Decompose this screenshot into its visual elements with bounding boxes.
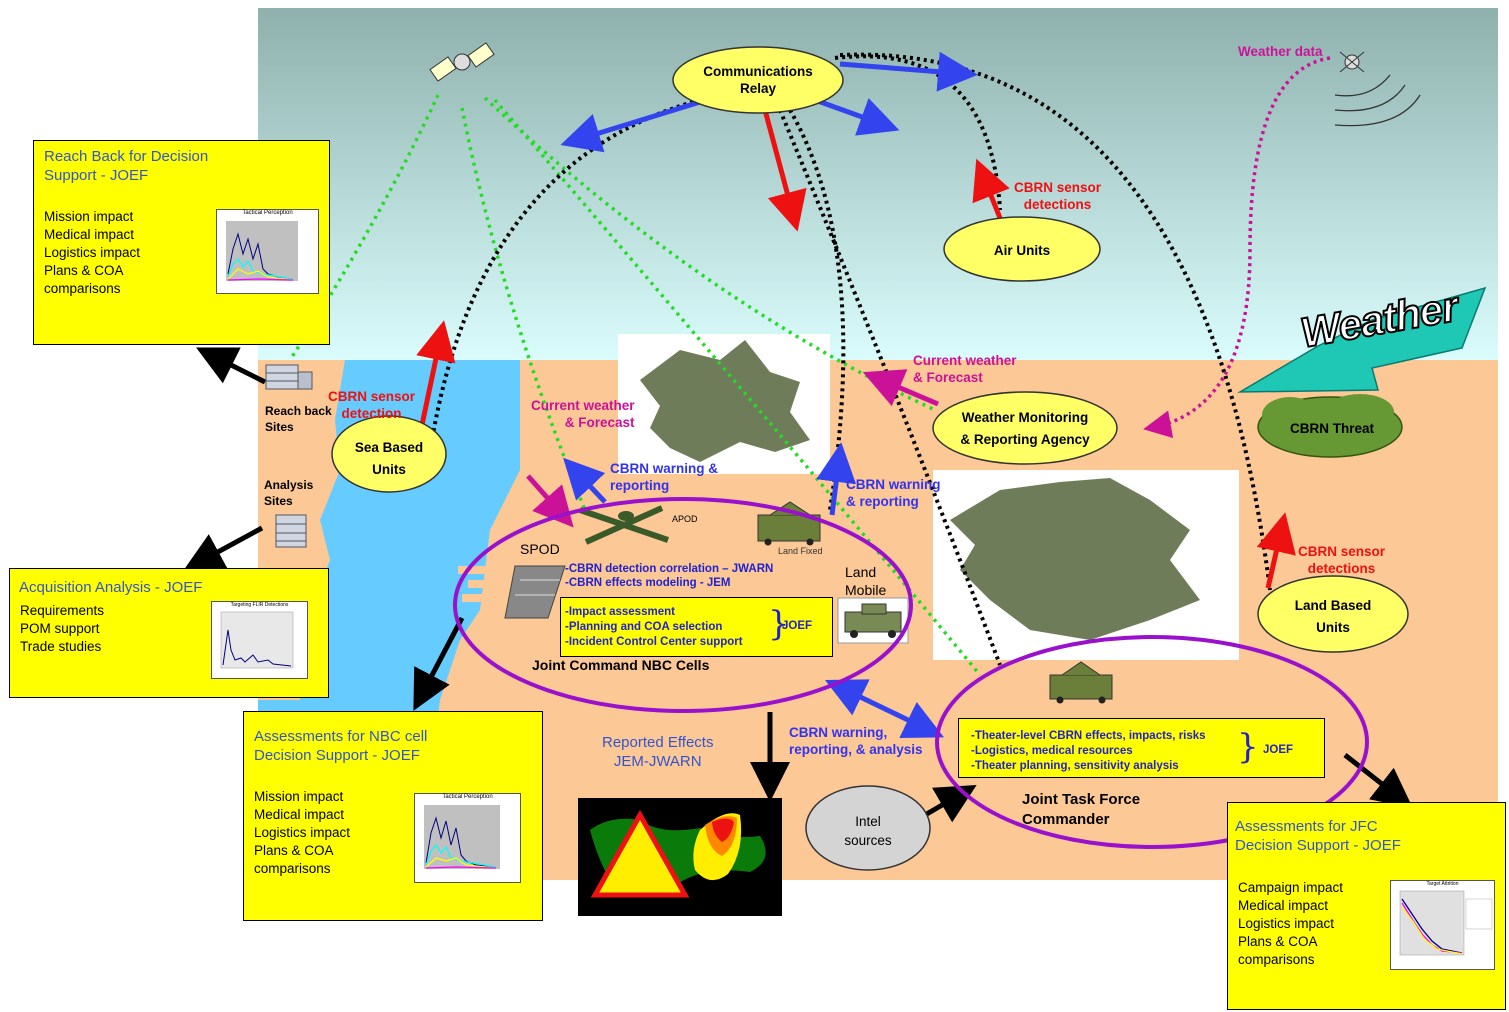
cbrn-threat-label: CBRN Threat bbox=[1290, 421, 1375, 436]
sea-units-node bbox=[331, 415, 447, 493]
jtf-ellipse bbox=[935, 635, 1369, 849]
acquisition-box: Acquisition Analysis - JOEF Requirements… bbox=[9, 568, 329, 698]
air-units-node bbox=[943, 216, 1101, 282]
land-units-node bbox=[1257, 575, 1409, 653]
terrain-map-left bbox=[618, 334, 830, 474]
warning-mid-label: CBRN warning& reporting bbox=[846, 477, 941, 509]
jc-item-1: -Impact assessment bbox=[565, 606, 675, 618]
acquisition-title: Acquisition Analysis - JOEF bbox=[19, 579, 203, 596]
satellite-icon-left bbox=[429, 42, 495, 82]
air-units-label: Air Units bbox=[993, 243, 1051, 258]
jtf-joef: JOEF bbox=[1263, 744, 1294, 756]
spod-pier-icon bbox=[458, 565, 566, 619]
analysis-building-icon bbox=[275, 514, 307, 548]
jtf-item-3: -Theater planning, sensitivity analysis bbox=[971, 760, 1179, 772]
joint-command-ellipse bbox=[453, 497, 913, 713]
satellite-icon-right bbox=[1334, 51, 1421, 127]
warning-left-label: CBRN warning &reporting bbox=[610, 461, 718, 493]
jc-item-2: -Planning and COA selection bbox=[565, 621, 723, 633]
spod-label: SPOD bbox=[520, 541, 560, 557]
acquisition-mini-chart: Targeting FLIR Detections bbox=[211, 601, 308, 679]
comms-relay-node bbox=[672, 46, 844, 114]
reported-effects-map bbox=[578, 798, 782, 916]
land-fixed-tent-icon bbox=[757, 501, 821, 546]
jc-line-1: -CBRN detection correlation – JWARN bbox=[565, 563, 774, 575]
jc-brace: } bbox=[768, 604, 790, 644]
jc-joef: JOEF bbox=[782, 620, 813, 632]
current-weather-right-label: Current weather& Forecast bbox=[913, 353, 1017, 385]
jc-line-2: -CBRN effects modeling - JEM bbox=[565, 577, 731, 589]
jtf-joef-box: -Theater-level CBRN effects, impacts, ri… bbox=[958, 718, 1325, 778]
current-weather-left-label: Current weather& Forecast bbox=[531, 398, 635, 430]
solid-arrows bbox=[183, 51, 1413, 823]
intel-node bbox=[805, 785, 931, 871]
joint-command-joef-box: -Impact assessment -Planning and COA sel… bbox=[560, 597, 833, 657]
weather-data-label: Weather data bbox=[1238, 44, 1323, 59]
jtf-item-2: -Logistics, medical resources bbox=[971, 745, 1133, 757]
cbrn-threat-cloud bbox=[1257, 394, 1403, 458]
weather-data-link bbox=[1143, 56, 1331, 439]
joint-command-lines: -CBRN detection correlation – JWARN -CBR… bbox=[565, 562, 773, 590]
joint-command-title: Joint Command NBC Cells bbox=[532, 657, 710, 673]
land-fixed-label: Land Fixed bbox=[778, 546, 823, 556]
jfc-mini-chart: Target Attrition bbox=[1390, 880, 1495, 970]
apod-label: APOD bbox=[672, 514, 698, 524]
terrain-map-right bbox=[933, 470, 1239, 660]
weather-agency-node bbox=[932, 391, 1118, 465]
jtf-brace: } bbox=[1237, 727, 1259, 767]
jtf-tent-icon bbox=[1049, 661, 1113, 704]
apod-aircraft-icon bbox=[579, 505, 669, 545]
weather-bolt bbox=[1237, 286, 1487, 393]
jc-item-3: -Incident Control Center support bbox=[565, 636, 743, 648]
reach-back-mini-chart: Tactical Perception bbox=[216, 209, 319, 294]
reach-back-building-icon bbox=[265, 364, 313, 390]
warning-analysis-label: CBRN warning,reporting, & analysis bbox=[789, 725, 923, 757]
satellite-links bbox=[288, 94, 982, 677]
jtf-item-1: -Theater-level CBRN effects, impacts, ri… bbox=[971, 730, 1206, 742]
weather-agency-label: Weather Monitoring& Reporting Agency bbox=[960, 410, 1090, 447]
nbc-cell-mini-chart: Tactical Perception bbox=[414, 793, 521, 883]
land-mobile-vehicle-icon bbox=[837, 597, 909, 644]
